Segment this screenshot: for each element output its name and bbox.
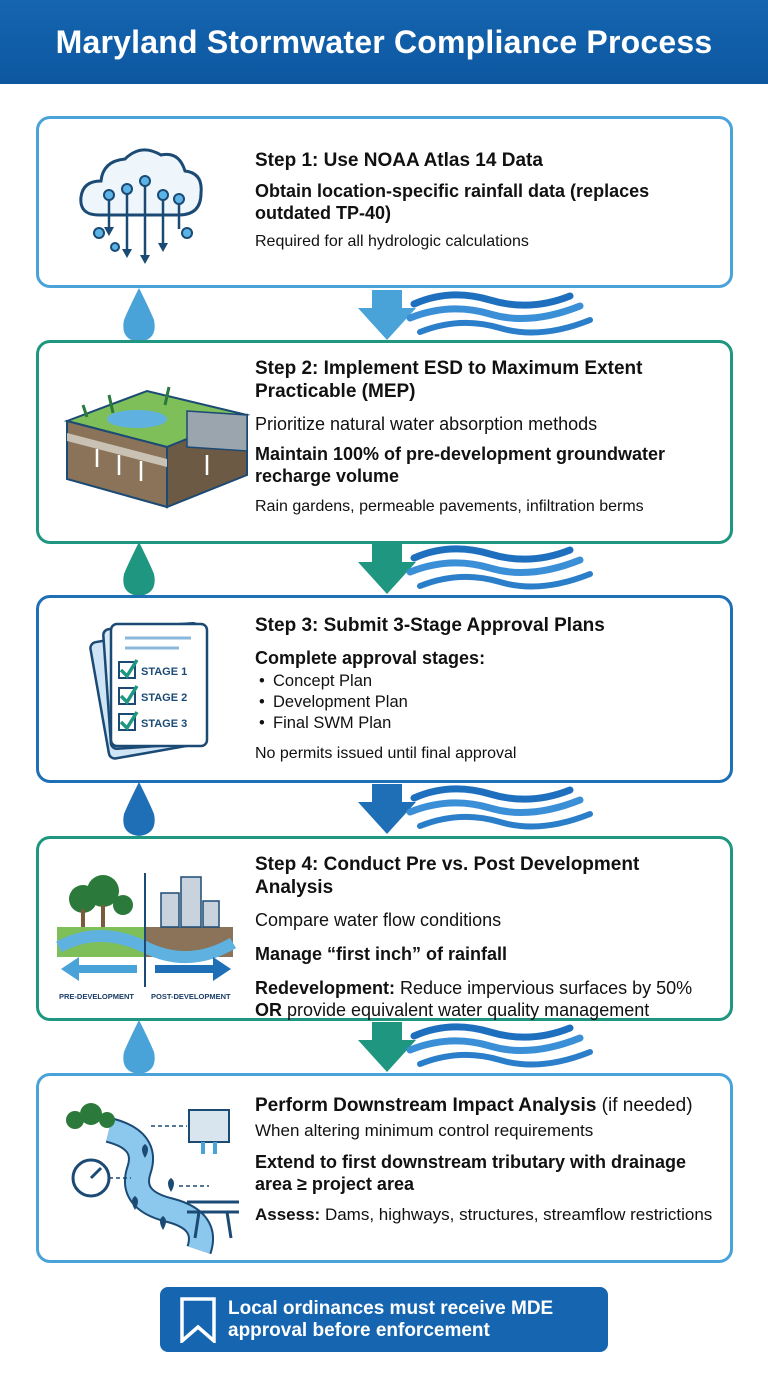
dam-icon [188, 1109, 230, 1143]
water-drop-icon [123, 782, 155, 836]
soil-infiltration-icon [57, 371, 257, 516]
list-item: Development Plan [255, 692, 720, 713]
wave-icon [406, 545, 593, 590]
connector-4 [123, 1020, 593, 1074]
step-2-line-3: Rain gardens, permeable pavements, infil… [255, 498, 644, 515]
redevelopment-label: Redevelopment: [255, 978, 396, 998]
step-5-line-1: When altering minimum control requiremen… [255, 1121, 594, 1140]
step-2-title: Step 2: Implement ESD to Maximum Extent … [255, 358, 643, 402]
post-development-label: POST-DEVELOPMENT [151, 992, 231, 1001]
step-4-title: Step 4: Conduct Pre vs. Post Development… [255, 854, 640, 898]
wave-icon [406, 291, 593, 336]
step-5-line-2: Extend to first downstream tributary wit… [255, 1152, 687, 1194]
step-1-line-1: Obtain location-specific rainfall data (… [255, 181, 650, 223]
bookmark-icon [180, 1297, 216, 1343]
water-drop-icon [123, 1020, 155, 1074]
step-2-line-2: Maintain 100% of pre-development groundw… [255, 444, 666, 486]
stage-2-label: STAGE 2 [141, 692, 187, 704]
list-item: Concept Plan [255, 671, 720, 692]
water-drop-icon [123, 542, 155, 596]
step-3-line-1: Complete approval stages: [255, 648, 486, 668]
stage-3-label: STAGE 3 [141, 718, 187, 730]
step-4-line-2: Manage “first inch” of rainfall [255, 944, 508, 964]
down-arrow-icon [358, 784, 416, 834]
connector-1 [123, 288, 593, 342]
or-label: OR [255, 1000, 282, 1020]
pre-development-label: PRE-DEVELOPMENT [59, 992, 134, 1001]
page-title: Maryland Stormwater Compliance Process [55, 23, 713, 60]
footer-note: Local ordinances must receive MDE approv… [160, 1287, 608, 1352]
step-2-line-1: Prioritize natural water absorption meth… [255, 414, 598, 434]
stage-1-label: STAGE 1 [141, 666, 187, 678]
step-4-line-4: OR provide equivalent water quality mana… [255, 1000, 650, 1020]
step-5-line-3: Assess: Dams, highways, structures, stre… [255, 1205, 713, 1224]
step-3-card: STAGE 1 STAGE 2 STAGE 3 Step 3: Submit 3… [36, 595, 733, 783]
highway-icon [187, 1200, 239, 1239]
down-arrow-icon [358, 544, 416, 594]
step-3-title: Step 3: Submit 3-Stage Approval Plans [255, 615, 605, 636]
step-4-card: PRE-DEVELOPMENT POST-DEVELOPMENT Step 4:… [36, 836, 733, 1021]
down-arrow-icon [358, 1022, 416, 1072]
step-5-title: Perform Downstream Impact Analysis (if n… [255, 1095, 693, 1116]
step-4-line-3: Redevelopment: Reduce impervious surface… [255, 978, 693, 998]
header-banner: Maryland Stormwater Compliance Process [0, 0, 768, 84]
down-arrow-icon [358, 290, 416, 340]
list-item: Final SWM Plan [255, 713, 720, 734]
step-3-line-2: No permits issued until final approval [255, 745, 517, 762]
wave-icon [406, 785, 593, 830]
assess-label: Assess: [255, 1205, 321, 1224]
wave-icon [406, 1023, 593, 1068]
check-icon [118, 659, 139, 731]
step-1-card: Step 1: Use NOAA Atlas 14 Data Obtain lo… [36, 116, 733, 288]
step-4-line-1: Compare water flow conditions [255, 910, 502, 930]
gauge-icon [71, 1158, 111, 1198]
rain-cloud-icon [69, 137, 209, 272]
connector-3 [123, 782, 593, 836]
connector-2 [123, 542, 593, 596]
pre-post-development-icon: PRE-DEVELOPMENT POST-DEVELOPMENT [49, 857, 239, 1012]
step-5-card: Perform Downstream Impact Analysis (if n… [36, 1073, 733, 1263]
checklist-icon: STAGE 1 STAGE 2 STAGE 3 [79, 616, 219, 771]
footer-text: Local ordinances must receive MDE approv… [228, 1297, 554, 1341]
river-map-icon [59, 1090, 249, 1260]
step-2-card: Step 2: Implement ESD to Maximum Extent … [36, 340, 733, 544]
stage-list: Concept Plan Development Plan Final SWM … [255, 671, 720, 734]
step-1-title: Step 1: Use NOAA Atlas 14 Data [255, 150, 543, 171]
water-drop-icon [123, 288, 155, 342]
step-1-line-2: Required for all hydrologic calculations [255, 233, 529, 250]
